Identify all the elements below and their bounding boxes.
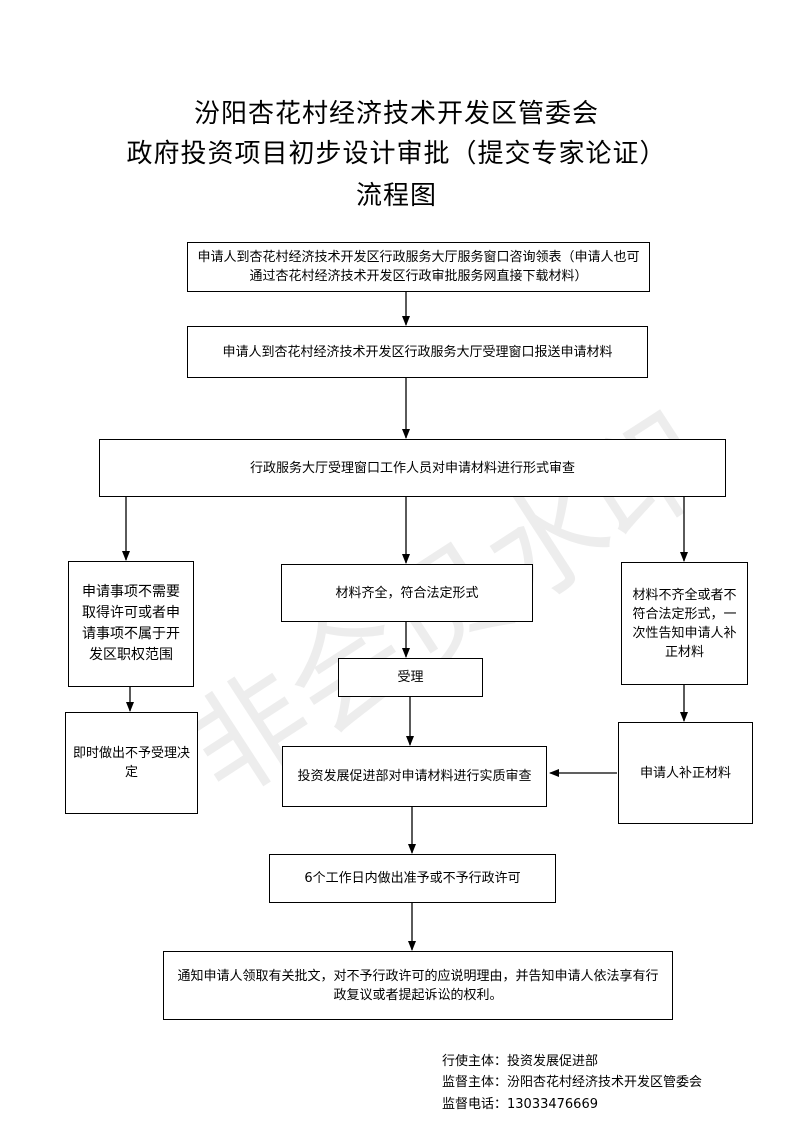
step-decision: 6个工作日内做出准予或不予行政许可 (269, 854, 556, 903)
step-complete: 材料齐全，符合法定形式 (281, 564, 533, 622)
footer-phone: 监督电话：13033476669 (442, 1097, 598, 1112)
title-line-2: 政府投资项目初步设计审批（提交专家论证） (126, 139, 667, 169)
step-reject: 即时做出不予受理决定 (65, 712, 198, 814)
step-accept: 受理 (338, 658, 483, 697)
step-consult: 申请人到杏花村经济技术开发区行政服务大厅服务窗口咨询领表（申请人也可通过杏花村经… (187, 242, 650, 292)
title-line-1: 汾阳杏花村经济技术开发区管委会 (193, 99, 599, 129)
footer-supervisor: 监督主体：汾阳杏花村经济技术开发区管委会 (442, 1075, 703, 1090)
step-not-required: 申请事项不需要取得许可或者申请事项不属于开发区职权范围 (68, 561, 194, 687)
step-incomplete: 材料不齐全或者不符合法定形式，一次性告知申请人补正材料 (621, 562, 748, 685)
title-line-3: 流程图 (355, 181, 437, 211)
step-submit: 申请人到杏花村经济技术开发区行政服务大厅受理窗口报送申请材料 (187, 326, 648, 378)
step-notify: 通知申请人领取有关批文，对不予行政许可的应说明理由，并告知申请人依法享有行政复议… (163, 951, 673, 1020)
step-substantive-review: 投资发展促进部对申请材料进行实质审查 (282, 746, 547, 807)
step-formal-review: 行政服务大厅受理窗口工作人员对申请材料进行形式审查 (99, 439, 726, 497)
step-supplement: 申请人补正材料 (618, 722, 753, 824)
footer-executor: 行使主体：投资发展促进部 (442, 1054, 599, 1069)
